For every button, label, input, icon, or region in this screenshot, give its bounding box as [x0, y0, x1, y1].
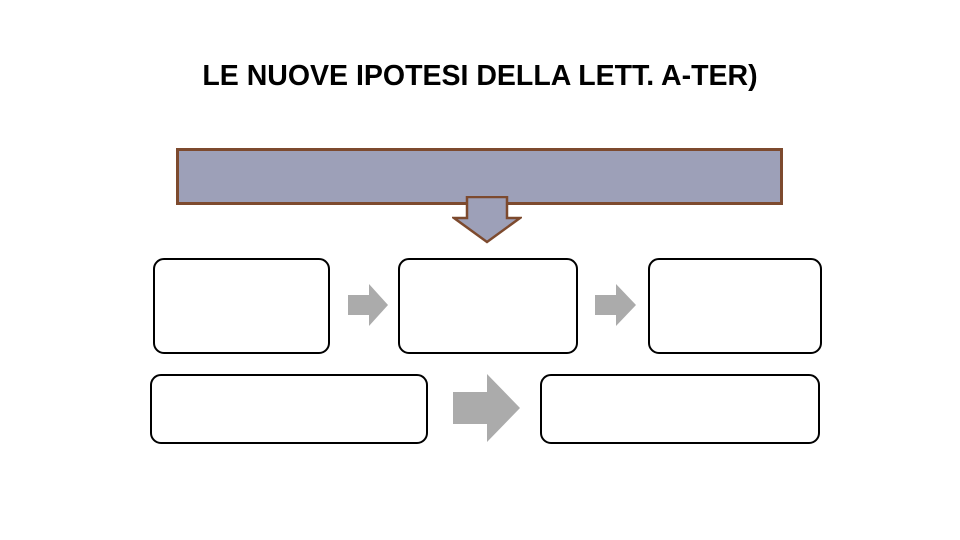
process-box-5-label: [542, 376, 818, 442]
process-box-5[interactable]: [540, 374, 820, 444]
process-box-1-label: [155, 260, 328, 352]
process-box-4[interactable]: [150, 374, 428, 444]
right-arrow-small-2-icon: [595, 284, 636, 326]
process-box-4-label: [152, 376, 426, 442]
right-arrow-small-1-icon: [348, 284, 388, 326]
process-box-2-label: [400, 260, 576, 352]
page-title: LE NUOVE IPOTESI DELLA LETT. A-TER): [202, 60, 758, 92]
process-box-3[interactable]: [648, 258, 822, 354]
process-box-2[interactable]: [398, 258, 578, 354]
right-arrow-large-icon: [453, 374, 520, 442]
down-arrow-icon: [452, 196, 522, 244]
process-box-1[interactable]: [153, 258, 330, 354]
process-box-3-label: [650, 260, 820, 352]
banner-label: [179, 151, 780, 202]
